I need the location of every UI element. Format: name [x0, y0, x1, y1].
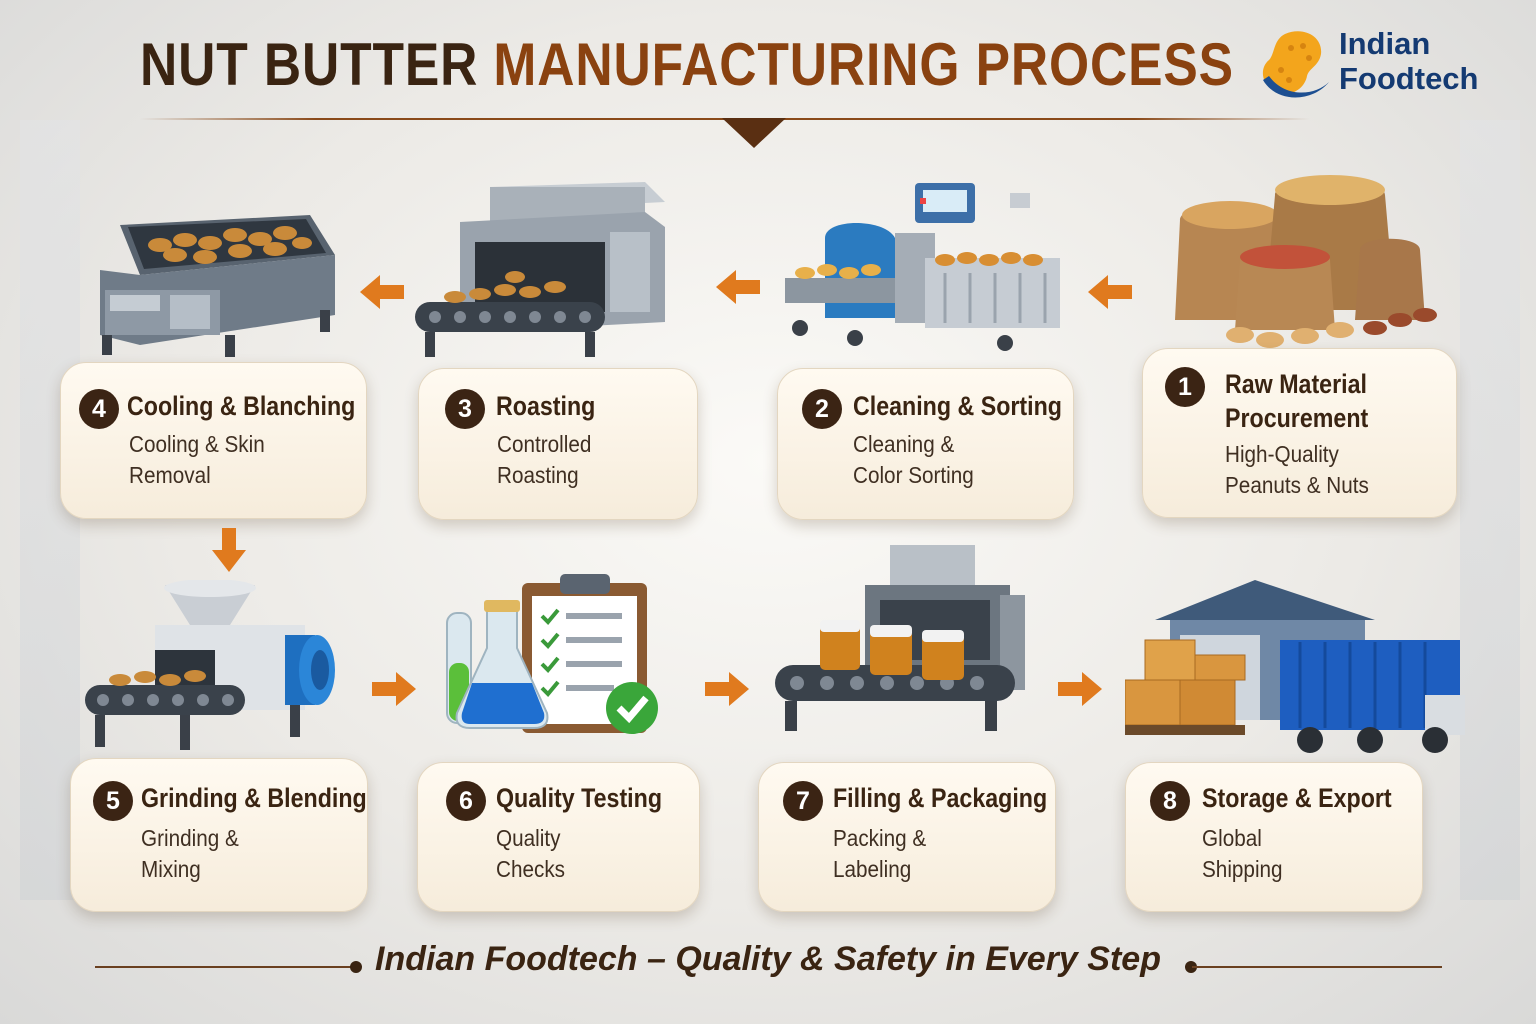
- step-badge: 1: [1165, 367, 1205, 407]
- step-title: Storage & Export: [1202, 783, 1392, 813]
- cooling-tray-icon: [100, 215, 335, 357]
- arrow-left-icon: [360, 275, 404, 309]
- step-badge: 8: [1150, 781, 1190, 821]
- lab-clipboard-icon: [446, 574, 658, 734]
- logo-line1: Indian: [1339, 26, 1431, 61]
- bg-pillar: [1460, 120, 1520, 900]
- peanut-logo-icon: [1262, 31, 1329, 98]
- step-card-2: 2 Cleaning & Sorting Cleaning &Color Sor…: [777, 368, 1074, 520]
- step-badge: 7: [783, 781, 823, 821]
- grinder-icon: [85, 580, 335, 750]
- arrow-down-icon: [212, 528, 246, 572]
- title-notch: [722, 118, 786, 148]
- roasting-oven-icon: [415, 182, 665, 357]
- nut-sacks-icon: [1175, 175, 1437, 348]
- filling-machine-icon: [775, 545, 1025, 731]
- warehouse-truck-icon: [1125, 580, 1465, 753]
- step-title: Cooling & Blanching: [127, 391, 356, 421]
- arrow-right-icon: [1058, 672, 1102, 706]
- step-title: Cleaning & Sorting: [853, 391, 1062, 421]
- footer-dot-right: [1185, 961, 1197, 973]
- sorting-machine-icon: [785, 183, 1060, 351]
- arrow-right-icon: [372, 672, 416, 706]
- step-title: Filling & Packaging: [833, 783, 1048, 813]
- step-desc: Grinding &Mixing: [141, 825, 239, 882]
- logo: Indian Foodtech: [1255, 26, 1525, 106]
- title-accent: MANUFACTURING PROCESS: [493, 31, 1234, 98]
- footer-tagline: Indian Foodtech – Quality & Safety in Ev…: [375, 940, 1161, 978]
- logo-text: Indian Foodtech: [1339, 26, 1479, 96]
- arrow-right-icon: [705, 672, 749, 706]
- step-card-5: 5 Grinding & Blending Grinding &Mixing: [70, 758, 368, 912]
- title-main: NUT BUTTER: [140, 31, 479, 98]
- arrow-left-icon: [1088, 275, 1132, 309]
- page-title: NUT BUTTER MANUFACTURING PROCESS: [140, 30, 1234, 99]
- step-desc: Packing &Labeling: [833, 825, 927, 882]
- step-title: Roasting: [496, 391, 596, 421]
- logo-line2: Foodtech: [1339, 61, 1479, 96]
- step-title: Quality Testing: [496, 783, 663, 813]
- footer-rule-left: [95, 966, 355, 968]
- footer-dot-left: [350, 961, 362, 973]
- arrow-left-icon: [716, 270, 760, 304]
- step-card-7: 7 Filling & Packaging Packing &Labeling: [758, 762, 1056, 912]
- step-badge: 2: [802, 389, 842, 429]
- step-title: Grinding & Blending: [141, 783, 367, 813]
- footer-rule-right: [1192, 966, 1442, 968]
- step-desc: Cleaning &Color Sorting: [853, 431, 974, 488]
- step-badge: 4: [79, 389, 119, 429]
- step-badge: 5: [93, 781, 133, 821]
- step-badge: 3: [445, 389, 485, 429]
- step-badge: 6: [446, 781, 486, 821]
